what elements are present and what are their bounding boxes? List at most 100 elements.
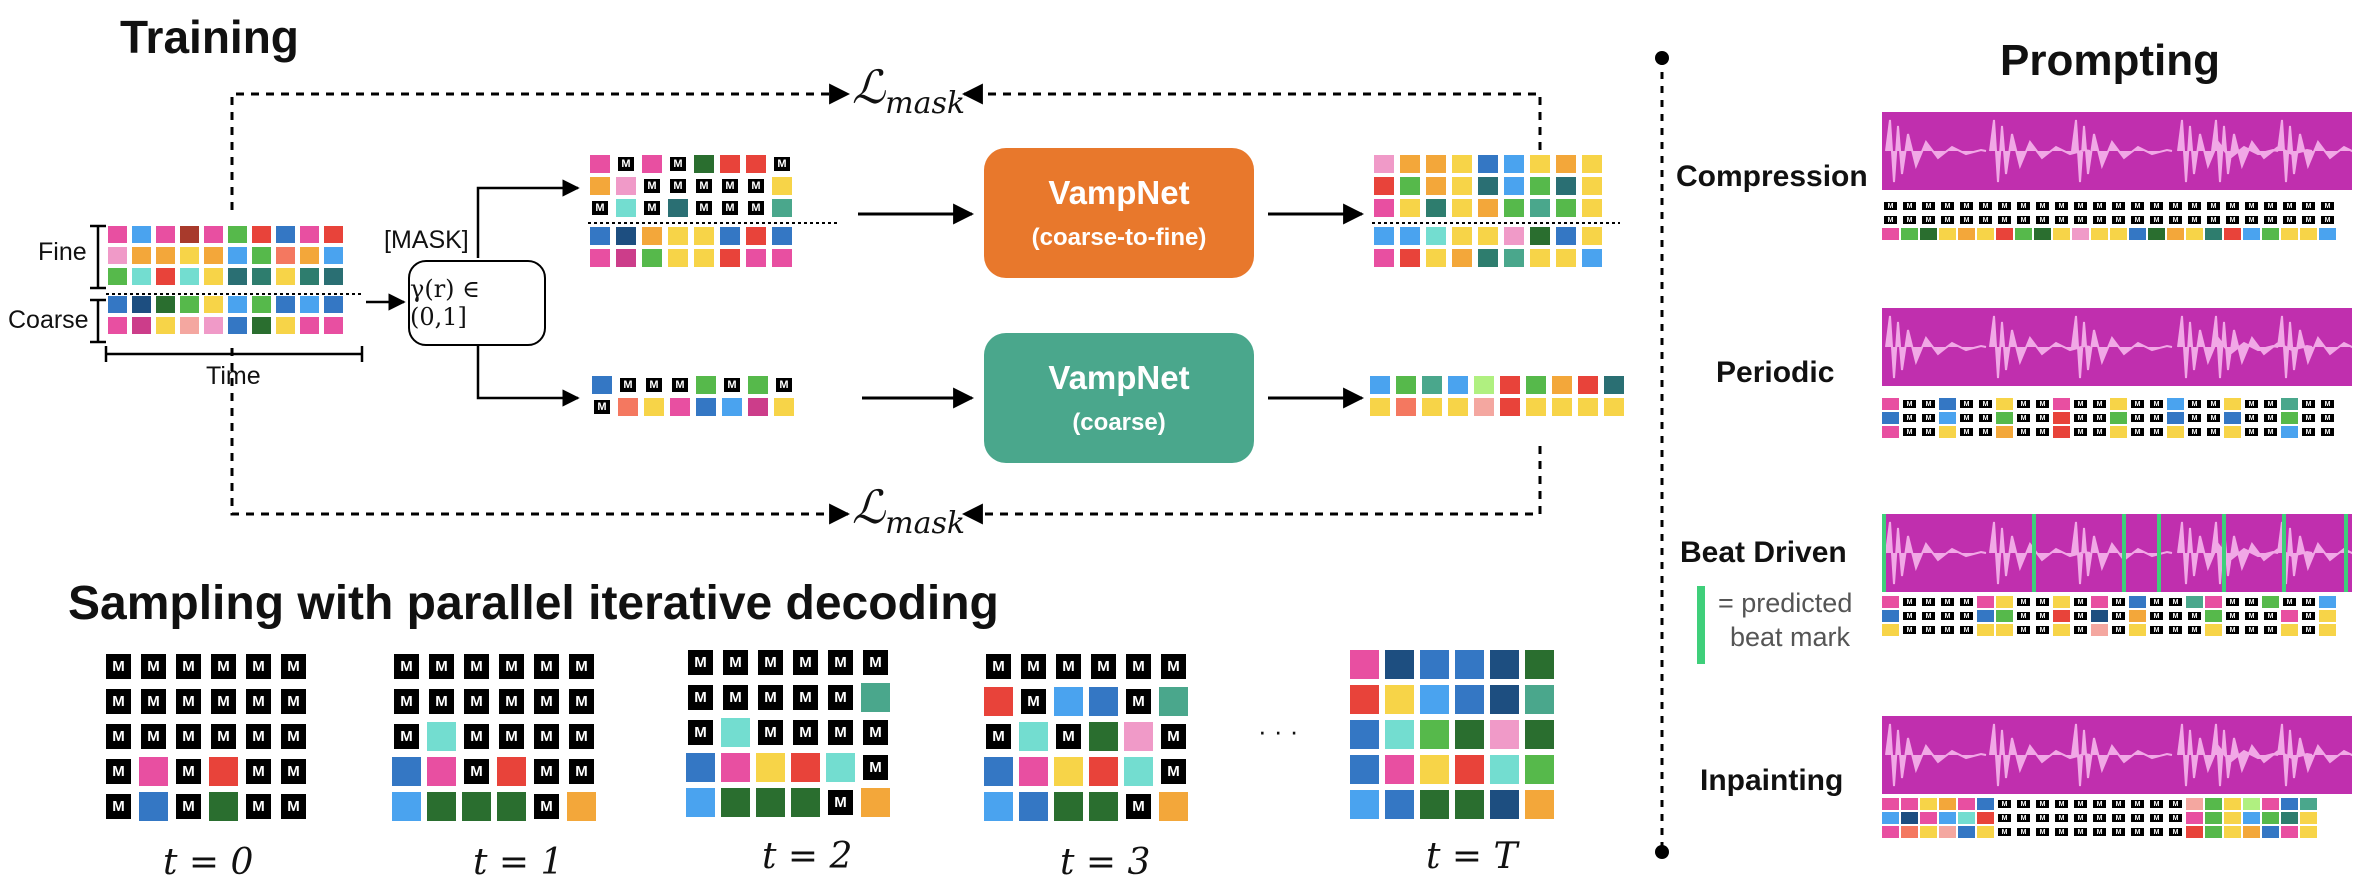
- mask-token: M: [2110, 596, 2127, 608]
- token: [2091, 610, 2108, 622]
- mask-token: M: [686, 718, 715, 747]
- token: [1901, 826, 1918, 838]
- mask-token: M: [861, 718, 890, 747]
- token: [756, 788, 785, 817]
- mask-token: M: [497, 687, 526, 716]
- mask-token: M: [2243, 624, 2260, 636]
- mask-token: M: [2015, 812, 2032, 824]
- loss-loop-top-left: [230, 83, 851, 210]
- token: [1426, 177, 1446, 195]
- token: [2243, 812, 2260, 824]
- token: [204, 226, 223, 243]
- token: [748, 376, 768, 394]
- token: [252, 247, 271, 264]
- token: [2110, 398, 2127, 410]
- token: [1882, 624, 1899, 636]
- mask-token: M: [2186, 412, 2203, 424]
- prompt-beat-driven-label: Beat Driven: [1680, 536, 1847, 569]
- mask-token: M: [772, 155, 792, 173]
- mask-token: M: [2110, 826, 2127, 838]
- mask-token: M: [1901, 624, 1918, 636]
- mask-token: M: [2053, 798, 2070, 810]
- mask-token: M: [2300, 624, 2317, 636]
- token: [180, 317, 199, 334]
- mask-token: M: [2205, 412, 2222, 424]
- mask-token: M: [2034, 200, 2051, 212]
- token: [1455, 650, 1484, 679]
- mask-token: M: [2148, 200, 2165, 212]
- token: [721, 718, 750, 747]
- token: [204, 317, 223, 334]
- loss-bottom: ℒmask: [852, 480, 965, 541]
- token: [590, 227, 610, 245]
- mask-token: M: [2319, 412, 2336, 424]
- token: [300, 247, 319, 264]
- mask-token: M: [2243, 610, 2260, 622]
- token: [2205, 826, 2222, 838]
- token: [2281, 610, 2298, 622]
- mask-token: M: [2110, 812, 2127, 824]
- token: [2072, 228, 2089, 240]
- mask-token: M: [2072, 214, 2089, 226]
- token: [1448, 376, 1468, 394]
- token: [2186, 826, 2203, 838]
- token: [1478, 249, 1498, 267]
- token: [1089, 722, 1118, 751]
- mask-token: M: [2129, 826, 2146, 838]
- token: [1504, 177, 1524, 195]
- loss-bottom-symbol: ℒ: [852, 480, 886, 534]
- mask-token: M: [2186, 610, 2203, 622]
- token: [1490, 755, 1519, 784]
- mask-token: M: [2034, 398, 2051, 410]
- token: [300, 268, 319, 285]
- mask-token: M: [1958, 624, 1975, 636]
- token: [156, 268, 175, 285]
- mask-label: [MASK]: [384, 226, 469, 254]
- token: [180, 247, 199, 264]
- token: [2319, 624, 2336, 636]
- token: [1426, 199, 1446, 217]
- token: [1882, 398, 1899, 410]
- mask-token: M: [1882, 200, 1899, 212]
- mask-token: M: [532, 722, 561, 751]
- token: [1530, 155, 1550, 173]
- token: [2319, 228, 2336, 240]
- token: [2186, 596, 2203, 608]
- mask-token: M: [244, 757, 273, 786]
- token: [139, 792, 168, 821]
- token: [462, 792, 491, 821]
- token: [1525, 685, 1554, 714]
- token: [2224, 228, 2241, 240]
- mask-token: M: [1124, 792, 1153, 821]
- mask-token: M: [2072, 610, 2089, 622]
- token: [1500, 376, 1520, 394]
- token: [1054, 792, 1083, 821]
- mask-token: M: [462, 722, 491, 751]
- mask-token: M: [720, 199, 740, 217]
- token: [1525, 720, 1554, 749]
- mask-token: M: [2300, 610, 2317, 622]
- token: [2300, 826, 2317, 838]
- token: [2167, 228, 2184, 240]
- token: [1374, 249, 1394, 267]
- mask-token: M: [567, 722, 596, 751]
- mask-token: M: [567, 687, 596, 716]
- token: [2205, 812, 2222, 824]
- token: [1939, 812, 1956, 824]
- token: [1525, 650, 1554, 679]
- step-label-0: t = 0: [163, 842, 254, 883]
- token: [139, 757, 168, 786]
- mask-token: M: [139, 722, 168, 751]
- token: [2167, 426, 2184, 438]
- token: [2129, 228, 2146, 240]
- training-title: Training: [120, 11, 299, 63]
- token: [1582, 199, 1602, 217]
- token: [791, 753, 820, 782]
- mask-token: M: [2034, 826, 2051, 838]
- token: [2053, 398, 2070, 410]
- mask-token: M: [2243, 200, 2260, 212]
- token: [2053, 596, 2070, 608]
- token: [1604, 398, 1624, 416]
- token: [2091, 596, 2108, 608]
- token: [2319, 610, 2336, 622]
